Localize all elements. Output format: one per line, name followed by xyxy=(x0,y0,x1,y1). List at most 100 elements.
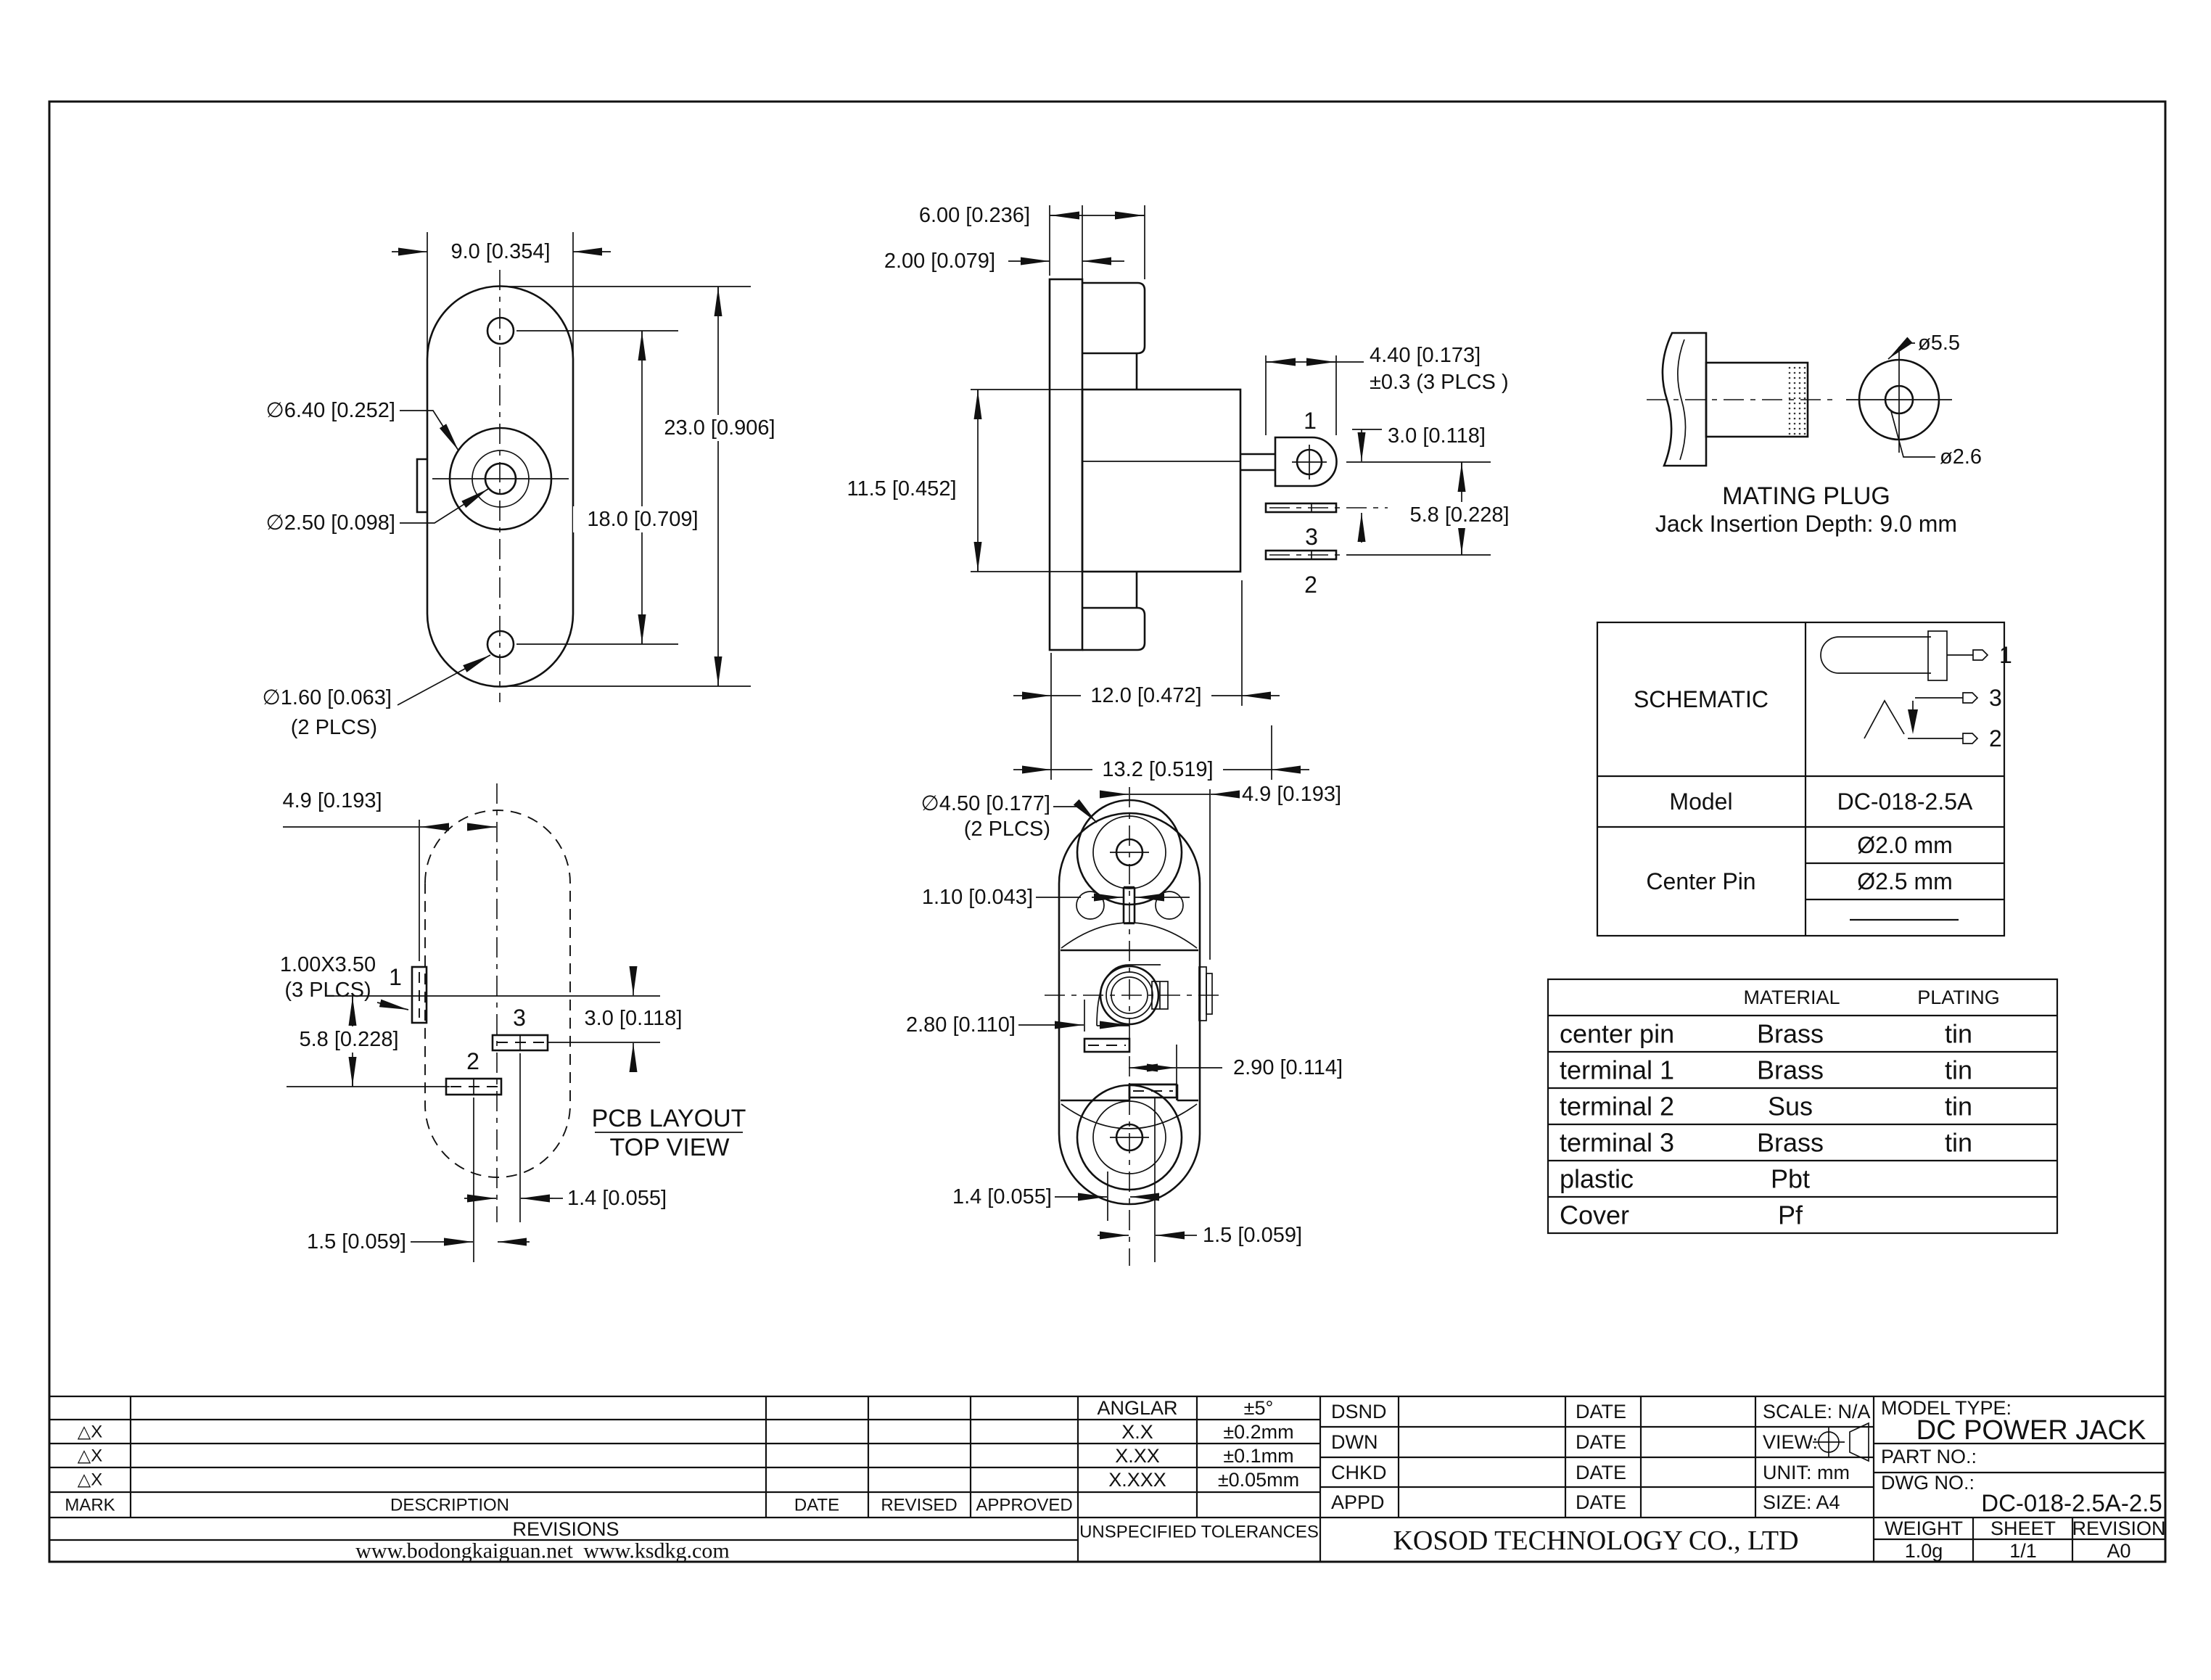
tol-xx-label: X.X xyxy=(1121,1421,1153,1443)
part-no-label: PART NO.: xyxy=(1881,1446,1977,1467)
model-type-label: MODEL TYPE: xyxy=(1881,1397,2012,1419)
part-plating: tin xyxy=(1945,1055,1972,1085)
appd-date-label: DATE xyxy=(1576,1491,1626,1513)
bottom-boss-dia-note: (2 PLCS) xyxy=(964,818,1050,841)
sheet-value: 1/1 xyxy=(2009,1540,2037,1562)
weight-label: WEIGHT xyxy=(1885,1518,1963,1539)
schematic-pin2: 2 xyxy=(1989,725,2002,752)
part-material: Pf xyxy=(1778,1201,1803,1230)
revisions-band-label: REVISIONS xyxy=(512,1518,619,1540)
dsnd-date-label: DATE xyxy=(1576,1401,1626,1422)
tol-xxxx-value: ±0.05mm xyxy=(1218,1469,1299,1491)
description-header: DESCRIPTION xyxy=(390,1496,509,1515)
part-plating: tin xyxy=(1945,1128,1972,1158)
center-pin-option-2: Ø2.5 mm xyxy=(1857,868,1953,894)
pcb-pin3-label: 3 xyxy=(513,1005,526,1031)
pcb-pin2-label: 2 xyxy=(466,1048,479,1074)
pcb-pad1-offset-dim: 4.9 [0.193] xyxy=(282,789,382,812)
company-name: KOSOD TECHNOLOGY CO., LTD xyxy=(1393,1525,1798,1556)
tol-xxx-label: X.XX xyxy=(1115,1445,1160,1467)
weight-value: 1.0g xyxy=(1905,1540,1943,1562)
part-material: Brass xyxy=(1757,1055,1824,1085)
side-flange-thickness-dim: 2.00 [0.079] xyxy=(884,250,995,273)
pcb-pad-size: 1.00X3.50 xyxy=(280,953,376,976)
plating-header: PLATING xyxy=(1917,987,2000,1008)
plug-outer-dia: ø5.5 xyxy=(1918,332,1960,355)
side-pin13-dim: 3.0 [0.118] xyxy=(1388,424,1486,448)
pcb-pin12-dim: 5.8 [0.228] xyxy=(299,1028,398,1051)
dwg-no-label: DWG NO.: xyxy=(1881,1472,1975,1494)
side-body-depth-dim: 12.0 [0.472] xyxy=(1090,684,1201,707)
role-dwn: DWN xyxy=(1331,1431,1378,1453)
part-name: plastic xyxy=(1560,1164,1634,1194)
sheet-label: SHEET xyxy=(1990,1518,2056,1539)
part-material: Brass xyxy=(1757,1019,1824,1049)
plug-inner-dia: ø2.6 xyxy=(1940,445,1982,469)
pcb-pad2-offset-dim: 1.5 [0.059] xyxy=(307,1230,406,1253)
schematic-pin3: 3 xyxy=(1989,685,2002,711)
website-1: www.bodongkaiguan.net xyxy=(355,1539,573,1563)
bottom-view: ∅4.50 [0.177] (2 PLCS) 4.9 [0.193] 1.10 … xyxy=(906,783,1343,1266)
mark-header: MARK xyxy=(65,1496,115,1515)
material-row-cover: Cover Pf xyxy=(1560,1201,1803,1230)
pcb-pin1-label: 1 xyxy=(389,964,402,990)
front-width-dim: 9.0 [0.354] xyxy=(450,240,550,263)
chkd-date-label: DATE xyxy=(1576,1462,1626,1483)
part-name: terminal 1 xyxy=(1560,1055,1674,1085)
bottom-ring-offset-dim: 2.80 [0.110] xyxy=(906,1013,1016,1037)
pcb-top-view-title: TOP VIEW xyxy=(609,1134,729,1161)
size-value: SIZE: A4 xyxy=(1763,1491,1840,1513)
side-boss-width-dim: 6.00 [0.236] xyxy=(919,204,1030,227)
front-small-hole-note: (2 PLCS) xyxy=(291,716,377,739)
side-body-height-dim: 11.5 [0.452] xyxy=(847,477,956,501)
approved-header: APPROVED xyxy=(976,1496,1072,1515)
side-pin12-dim: 5.8 [0.228] xyxy=(1409,503,1509,527)
dwn-date-label: DATE xyxy=(1576,1431,1626,1453)
material-row-center-pin: center pin Brass tin xyxy=(1560,1019,1972,1049)
pcb-pad-size-note: (3 PLCS) xyxy=(284,979,371,1002)
part-plating: tin xyxy=(1945,1019,1972,1049)
side-terminal-length-dim: 4.40 [0.173] xyxy=(1370,344,1481,367)
side-overall-depth-dim: 13.2 [0.519] xyxy=(1102,758,1213,781)
material-header: MATERIAL xyxy=(1743,987,1840,1008)
pcb-layout-title: PCB LAYOUT xyxy=(592,1105,746,1132)
part-material: Pbt xyxy=(1771,1164,1810,1194)
bottom-boss-dia: ∅4.50 [0.177] xyxy=(921,792,1050,815)
sheet-border xyxy=(48,100,2167,1563)
material-table: MATERIAL PLATING center pin Brass tin te… xyxy=(1547,978,2059,1235)
part-name: center pin xyxy=(1560,1019,1674,1049)
pcb-pin13-dim: 3.0 [0.118] xyxy=(585,1007,683,1030)
bottom-pad3-dim: 1.4 [0.055] xyxy=(952,1185,1052,1208)
front-boss-dia: ∅6.40 [0.252] xyxy=(266,399,395,422)
mating-plug-title: MATING PLUG xyxy=(1722,482,1890,510)
mark-row-2: △X xyxy=(78,1446,102,1466)
role-appd: APPD xyxy=(1331,1491,1385,1513)
front-height-dim: 23.0 [0.906] xyxy=(664,416,775,440)
title-block: △X △X △X MARK DESCRIPTION DATE REVISED A… xyxy=(49,1395,2166,1563)
side-pin3-label: 3 xyxy=(1305,524,1318,550)
scale-value: SCALE: N/A xyxy=(1763,1401,1871,1422)
role-chkd: CHKD xyxy=(1331,1462,1387,1483)
material-row-terminal-3: terminal 3 Brass tin xyxy=(1560,1128,1972,1158)
bottom-pad2-dim: 1.5 [0.059] xyxy=(1203,1224,1302,1247)
bottom-offset-dim: 4.9 [0.193] xyxy=(1242,783,1341,806)
tol-anglar-label: ANGLAR xyxy=(1097,1397,1177,1419)
mating-plug-view: ø5.5 ø2.6 MATING PLUG Jack Insertion Dep… xyxy=(1647,332,1982,537)
front-small-hole-dia: ∅1.60 [0.063] xyxy=(263,686,392,709)
date-header: DATE xyxy=(794,1496,839,1515)
tol-xx-value: ±0.2mm xyxy=(1223,1421,1293,1443)
third-angle-projection-icon xyxy=(1813,1422,1869,1462)
material-row-plastic: plastic Pbt xyxy=(1560,1164,1810,1194)
model-label: Model xyxy=(1669,788,1732,815)
side-view: 1 3 2 6.00 [0.236] 2.00 [0.079] 11.5 [0.… xyxy=(847,204,1520,783)
website-2: www.ksdkg.com xyxy=(583,1539,729,1563)
view-label: VIEW: xyxy=(1763,1431,1818,1453)
center-pin-label: Center Pin xyxy=(1646,868,1755,894)
revision-label: REVISION xyxy=(2072,1518,2165,1539)
bottom-pad2-offset-dim: 2.90 [0.114] xyxy=(1233,1056,1343,1079)
tol-xxxx-label: X.XXX xyxy=(1108,1469,1166,1491)
dwg-no-value: DC-018-2.5A-2.5 xyxy=(1981,1490,2162,1517)
part-material: Sus xyxy=(1768,1092,1813,1121)
